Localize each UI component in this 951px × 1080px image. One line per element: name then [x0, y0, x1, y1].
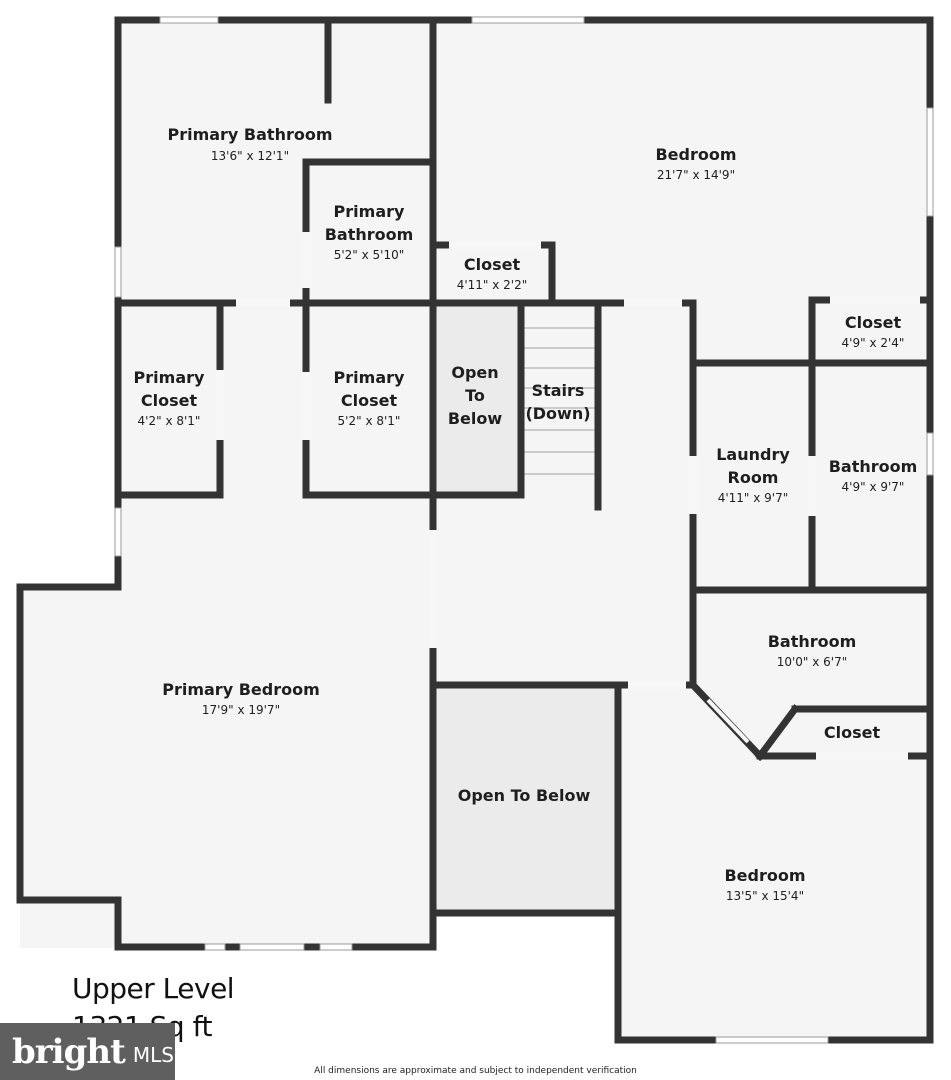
label-stairs-1: Stairs	[532, 381, 585, 400]
label-primary-closet-mid-1: Primary	[334, 368, 405, 387]
dim-bedroom-top: 21'7" x 14'9"	[657, 168, 735, 182]
dim-primary-bedroom: 17'9" x 19'7"	[202, 703, 280, 717]
label-primary-closet-left-2: Closet	[141, 391, 198, 410]
bright-mls-logo: bright MLS	[0, 1023, 175, 1080]
label-bathroom-right: Bathroom	[829, 457, 918, 476]
door-openings	[216, 232, 920, 760]
stair-treads	[524, 327, 598, 475]
label-bedroom-bottom: Bedroom	[724, 866, 805, 885]
level-title: Upper Level	[72, 972, 235, 1005]
label-open-to-below-small-2: To	[465, 386, 485, 405]
disclaimer: All dimensions are approximate and subje…	[314, 1066, 637, 1076]
dim-laundry: 4'11" x 9'7"	[718, 491, 789, 505]
label-stairs-2: (Down)	[525, 404, 590, 423]
label-primary-bedroom: Primary Bedroom	[162, 680, 320, 699]
label-bedroom-top: Bedroom	[655, 145, 736, 164]
label-closet-angled: Closet	[824, 723, 881, 742]
label-primary-bathroom-small-2: Bathroom	[325, 225, 414, 244]
dim-closet-center: 4'11" x 2'2"	[457, 278, 528, 292]
label-bathroom-lower: Bathroom	[768, 632, 857, 651]
dim-primary-bathroom-small: 5'2" x 5'10"	[334, 248, 405, 262]
label-primary-bathroom: Primary Bathroom	[167, 125, 332, 144]
windows	[114, 16, 934, 1044]
label-open-to-below-large: Open To Below	[458, 786, 591, 805]
room-labels: Primary Bathroom 13'6" x 12'1" Bedroom 2…	[134, 125, 918, 903]
dim-closet-right: 4'9" x 2'4"	[842, 336, 905, 350]
dim-primary-closet-left: 4'2" x 8'1"	[138, 414, 201, 428]
dim-bathroom-lower: 10'0" x 6'7"	[777, 655, 848, 669]
label-primary-closet-left-1: Primary	[134, 368, 205, 387]
logo-mls: MLS	[132, 1042, 174, 1067]
label-open-to-below-small-1: Open	[451, 363, 498, 382]
label-closet-center: Closet	[464, 255, 521, 274]
open-to-below-large-area	[433, 685, 616, 913]
label-laundry-2: Room	[728, 468, 779, 487]
angled-door-opening	[706, 698, 750, 744]
label-primary-closet-mid-2: Closet	[341, 391, 398, 410]
dim-bathroom-right: 4'9" x 9'7"	[842, 480, 905, 494]
label-laundry-1: Laundry	[716, 445, 790, 464]
label-closet-right: Closet	[845, 313, 902, 332]
label-primary-bathroom-small-1: Primary	[334, 202, 405, 221]
dim-bedroom-bottom: 13'5" x 15'4"	[726, 889, 804, 903]
label-open-to-below-small-3: Below	[448, 409, 503, 428]
open-to-below-small-area	[433, 303, 521, 493]
logo-word: bright	[12, 1031, 126, 1072]
dim-primary-closet-mid: 5'2" x 8'1"	[338, 414, 401, 428]
dim-primary-bathroom: 13'6" x 12'1"	[211, 149, 289, 163]
